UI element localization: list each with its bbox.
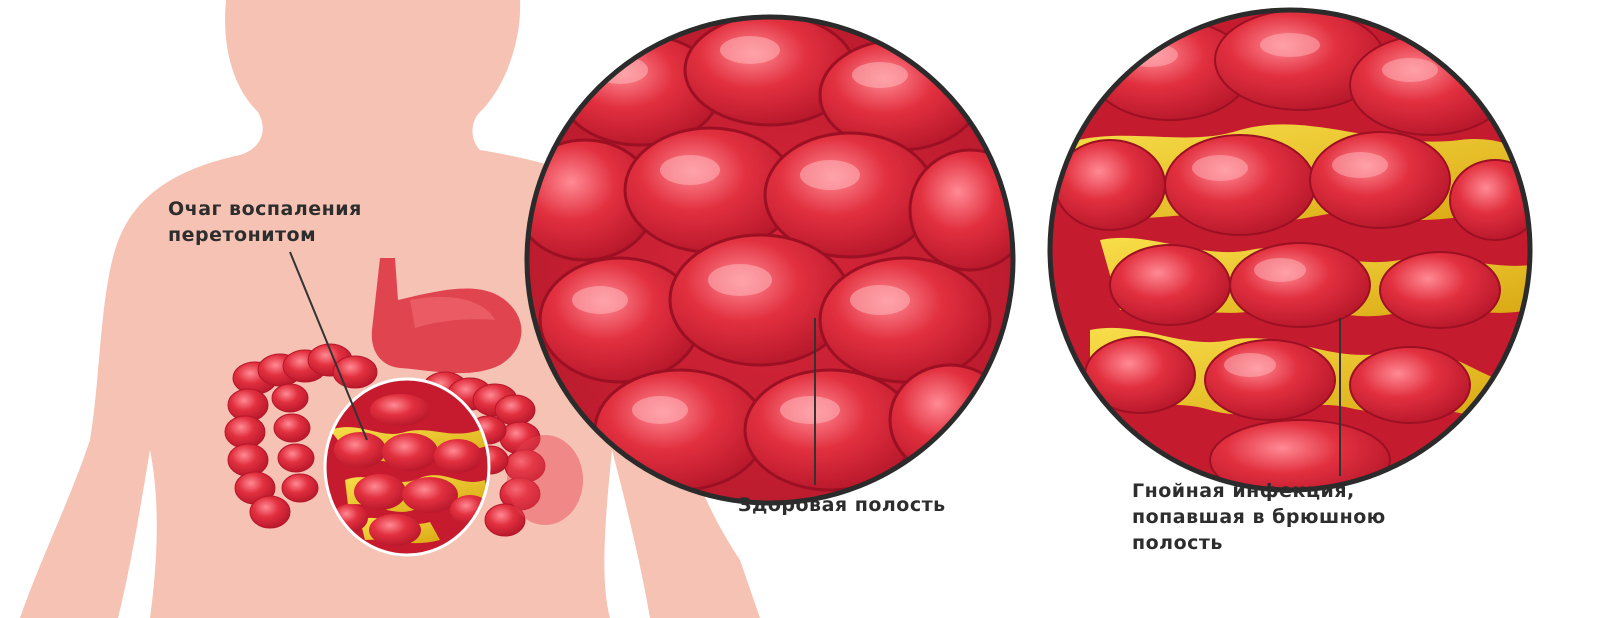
infected-cavity-circle	[1050, 10, 1540, 500]
inflammation-focus-circle	[325, 379, 490, 555]
purulent-infection-label: Гнойная инфекция, попавшая в брюшною пол…	[1132, 478, 1386, 556]
inflammation-focus-label-line-1: Очаг воспаления	[168, 196, 362, 222]
purulent-infection-label-line-1: Гнойная инфекция,	[1132, 478, 1386, 504]
inflammation-focus-label-line-2: перетонитом	[168, 222, 362, 248]
purulent-infection-label-line-2: попавшая в брюшною	[1132, 504, 1386, 530]
purulent-infection-label-line-3: полость	[1132, 530, 1386, 556]
healthy-cavity-label: Здоровая полость	[738, 492, 946, 518]
inflammation-focus-label: Очаг воспаления перетонитом	[168, 196, 362, 248]
